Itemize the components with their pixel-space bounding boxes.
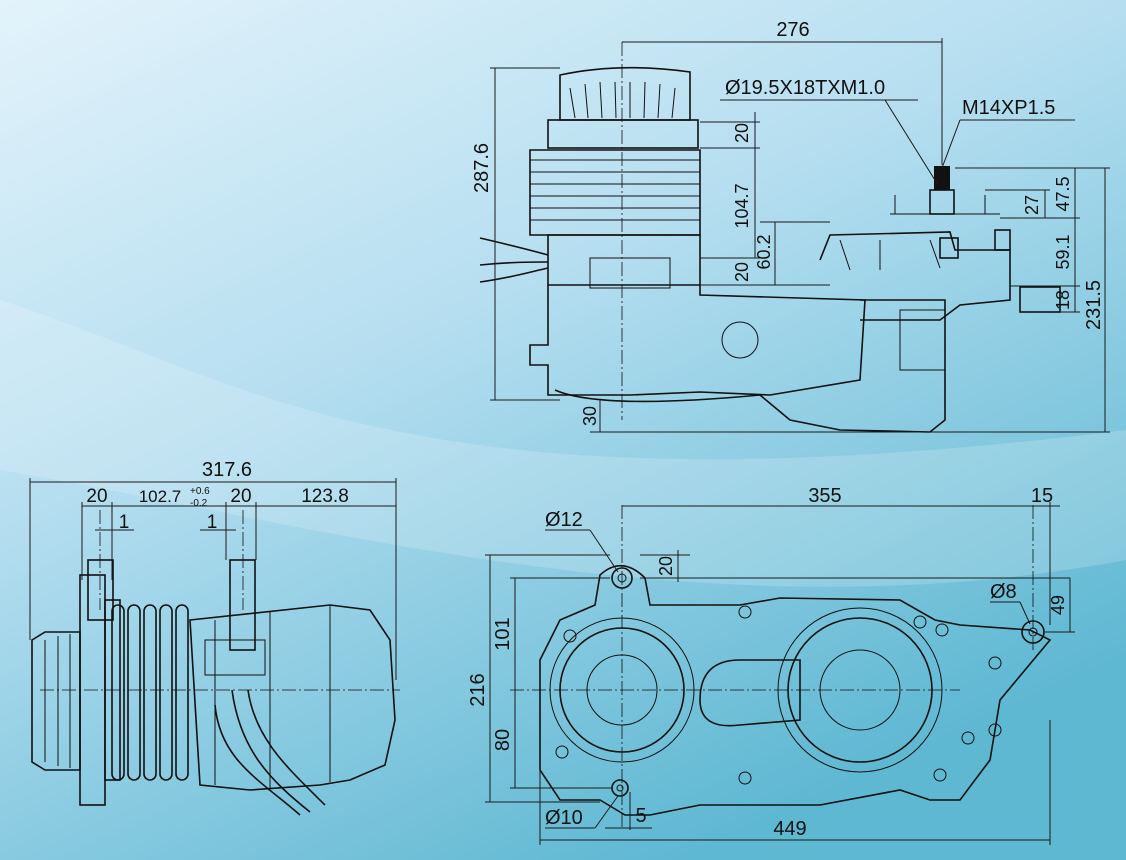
background-swoosh (0, 300, 1126, 587)
side-dim-30: 30 (580, 406, 600, 426)
front-dim-1-left: 1 (119, 512, 130, 533)
side-dim-thread: M14XP1.5 (962, 97, 1055, 119)
front-dim-tol-lower: -0.2 (190, 498, 208, 509)
side-view: 276 Ø19.5X18TXM1.0 M14XP1.5 287.6 20 104… (471, 19, 1110, 433)
front-view: 317.6 20 102.7 +0.6 -0.2 20 123.8 1 1 (29, 459, 400, 816)
front-dim-123: 123.8 (301, 486, 349, 507)
bottom-dim-5: 5 (635, 805, 646, 827)
front-dim-20-left: 20 (86, 486, 107, 507)
side-dim-231: 231.5 (1083, 280, 1105, 330)
bottom-dim-hole-8: Ø8 (990, 581, 1017, 603)
side-dim-head-20: 20 (732, 123, 752, 143)
bottom-dim-80: 80 (492, 729, 514, 751)
side-dim-59: 59.1 (1053, 234, 1073, 269)
bottom-view: 355 15 Ø12 20 Ø8 49 216 101 80 Ø10 (467, 485, 1075, 845)
front-dim-1-right: 1 (207, 512, 218, 533)
bottom-dim-355: 355 (808, 485, 841, 507)
side-dim-60: 60.2 (754, 234, 774, 269)
side-dim-spline: Ø19.5X18TXM1.0 (725, 77, 885, 99)
side-dim-287: 287.6 (471, 143, 493, 193)
front-dim-tol-upper: +0.6 (190, 486, 210, 497)
side-view-engine-head (479, 66, 1061, 433)
output-shaft (934, 166, 950, 190)
bottom-dim-15: 15 (1031, 485, 1053, 507)
side-dim-276: 276 (776, 19, 809, 41)
side-dim-47: 47.5 (1053, 176, 1073, 211)
bottom-dim-20: 20 (656, 556, 676, 576)
bottom-dim-hole-10: Ø10 (545, 807, 583, 829)
bottom-dim-216: 216 (467, 673, 489, 706)
front-view-fins (111, 604, 189, 781)
front-dim-20-right: 20 (230, 486, 251, 507)
bottom-dim-49: 49 (1048, 595, 1068, 615)
bottom-dim-449: 449 (773, 818, 806, 840)
bottom-dim-101: 101 (492, 617, 514, 650)
bottom-dim-hole-12: Ø12 (545, 509, 583, 531)
side-dim-27: 27 (1022, 195, 1042, 215)
side-dim-mid-20: 20 (732, 262, 752, 282)
side-dim-18: 18 (1053, 290, 1073, 310)
front-dim-317: 317.6 (202, 459, 252, 481)
side-dim-104: 104.7 (732, 183, 752, 228)
front-dim-102: 102.7 (139, 487, 182, 506)
